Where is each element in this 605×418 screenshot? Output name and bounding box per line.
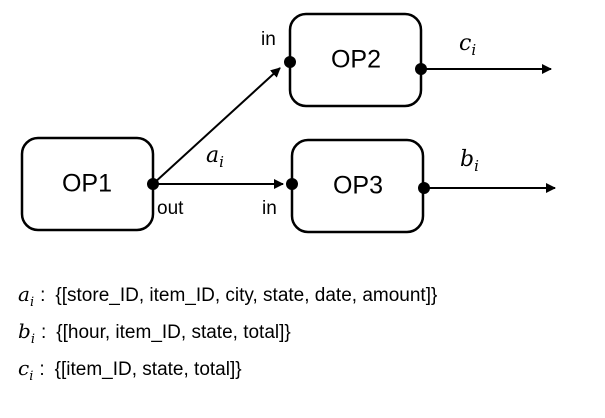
op2-in-label: in [261,29,276,50]
op2-in-port [284,56,296,68]
op3-label: OP3 [333,172,383,200]
op1-out-port [147,178,159,190]
op2-label: OP2 [331,46,381,74]
op3-node: OP3 [290,138,425,234]
op3-out-port [418,182,430,194]
legend-colon: : [40,322,47,343]
op1-out-label: out [157,198,184,219]
legend-var-b: bi [18,319,35,347]
legend-schema-c: {[item_ID, state, total]} [54,359,242,380]
op3-in-label: in [262,198,277,219]
edge-op1-to-op2 [152,67,281,185]
legend-colon: : [39,359,45,380]
schema-legend: ai : {[store_ID, item_ID, city, state, d… [18,282,437,393]
edge-label-b: bi [460,147,479,175]
edge-label-c: ci [459,31,476,59]
legend-schema-b: {[hour, item_ID, state, total]} [56,322,291,343]
legend-row-c: ci : {[item_ID, state, total]} [18,356,437,393]
edge-label-a: ai [206,143,224,171]
op2-node: OP2 [288,12,423,108]
op1-label: OP1 [62,170,112,198]
legend-var-a: ai [18,282,35,310]
legend-colon: : [40,285,46,306]
legend-row-a: ai : {[store_ID, item_ID, city, state, d… [18,282,437,319]
op3-in-port [286,178,298,190]
op1-node: OP1 [20,136,155,232]
legend-var-c: ci [18,356,34,384]
legend-row-b: bi : {[hour, item_ID, state, total]} [18,319,437,356]
legend-schema-a: {[store_ID, item_ID, city, state, date, … [55,285,438,306]
op2-out-port [415,63,427,75]
